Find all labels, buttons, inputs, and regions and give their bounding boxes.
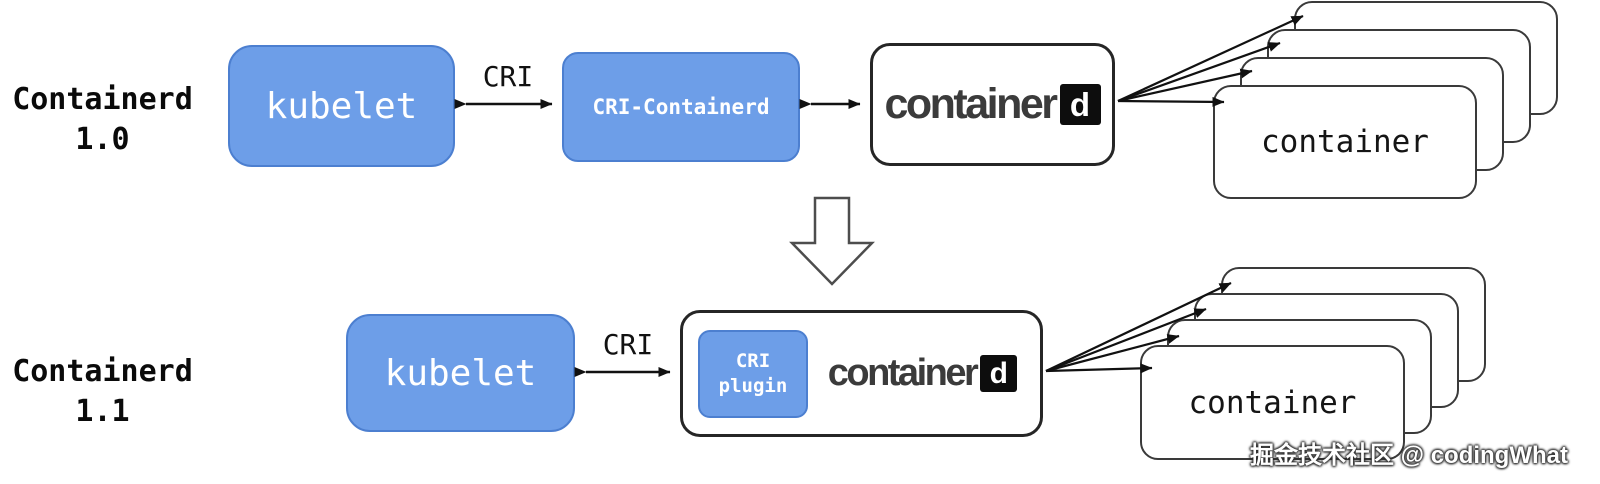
containerd-d-icon: d (980, 355, 1018, 392)
cri-label-v10: CRI (482, 60, 534, 93)
row-label-containerd-1-0: Containerd 1.0 (0, 80, 205, 160)
cri-plugin-line2: plugin (718, 375, 788, 397)
container-label: container (1261, 124, 1429, 160)
kubelet-box-v11: kubelet (346, 314, 575, 432)
cri-plugin-box: CRI plugin (698, 330, 808, 418)
cri-containerd-box: CRI-Containerd (562, 52, 800, 162)
container-label: container (1188, 384, 1357, 421)
cri-label-v11: CRI (602, 328, 654, 361)
row-label-line2: 1.1 (75, 394, 130, 429)
row-label-containerd-1-1: Containerd 1.1 (0, 352, 205, 432)
kubelet-box-v10: kubelet (228, 45, 455, 167)
containerd-d-icon: d (1059, 84, 1101, 125)
watermark: 掘金技术社区 @ codingWhat (1249, 442, 1568, 469)
row-label-line1: Containerd (12, 354, 193, 389)
row-label-line1: Containerd (12, 82, 193, 117)
upgrade-arrow-icon (789, 196, 875, 286)
kubelet-label: kubelet (265, 85, 418, 127)
arrow-containerd-container-1 (1117, 96, 1225, 107)
row-label-line2: 1.0 (75, 122, 130, 157)
cri-containerd-label: CRI-Containerd (592, 95, 770, 119)
containerd-wordmark: container (827, 352, 979, 394)
arrow-containerd-container-1 (1045, 363, 1153, 374)
kubelet-label: kubelet (384, 352, 537, 394)
container-box-front-v10: container (1213, 85, 1477, 199)
cri-plugin-line1: CRI (735, 350, 771, 372)
containerd-wordmark: container (884, 80, 1058, 128)
